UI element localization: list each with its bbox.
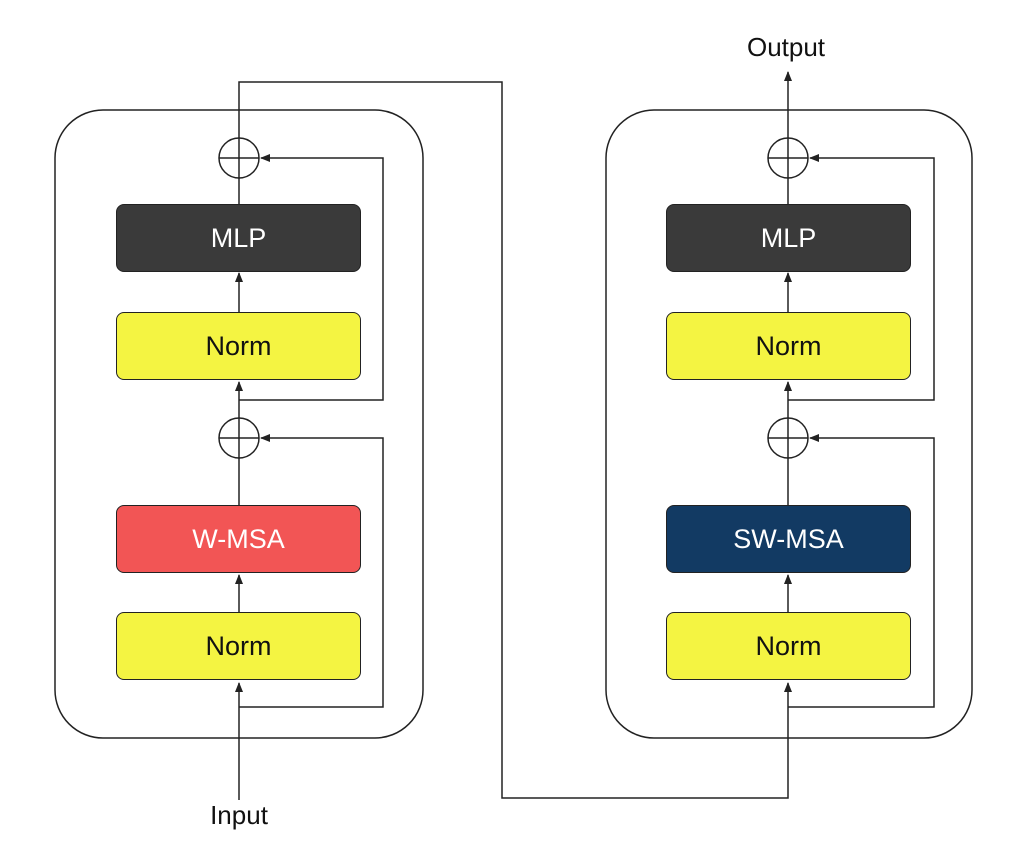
- right-norm-block-upper: Norm: [666, 312, 911, 380]
- right-norm-block-lower: Norm: [666, 612, 911, 680]
- right-block-container: [605, 109, 973, 739]
- input-label: Input: [210, 800, 268, 830]
- left-norm-block-upper: Norm: [116, 312, 361, 380]
- right-block-connections: [784, 71, 935, 708]
- output-label: Output: [746, 32, 826, 62]
- left-block-connections: [235, 81, 792, 800]
- left-wmsa-block: W-MSA: [116, 505, 361, 573]
- left-mlp-block: MLP: [116, 204, 361, 272]
- right-swmsa-block: SW-MSA: [666, 505, 911, 573]
- left-norm-block-lower: Norm: [116, 612, 361, 680]
- right-mlp-block: MLP: [666, 204, 911, 272]
